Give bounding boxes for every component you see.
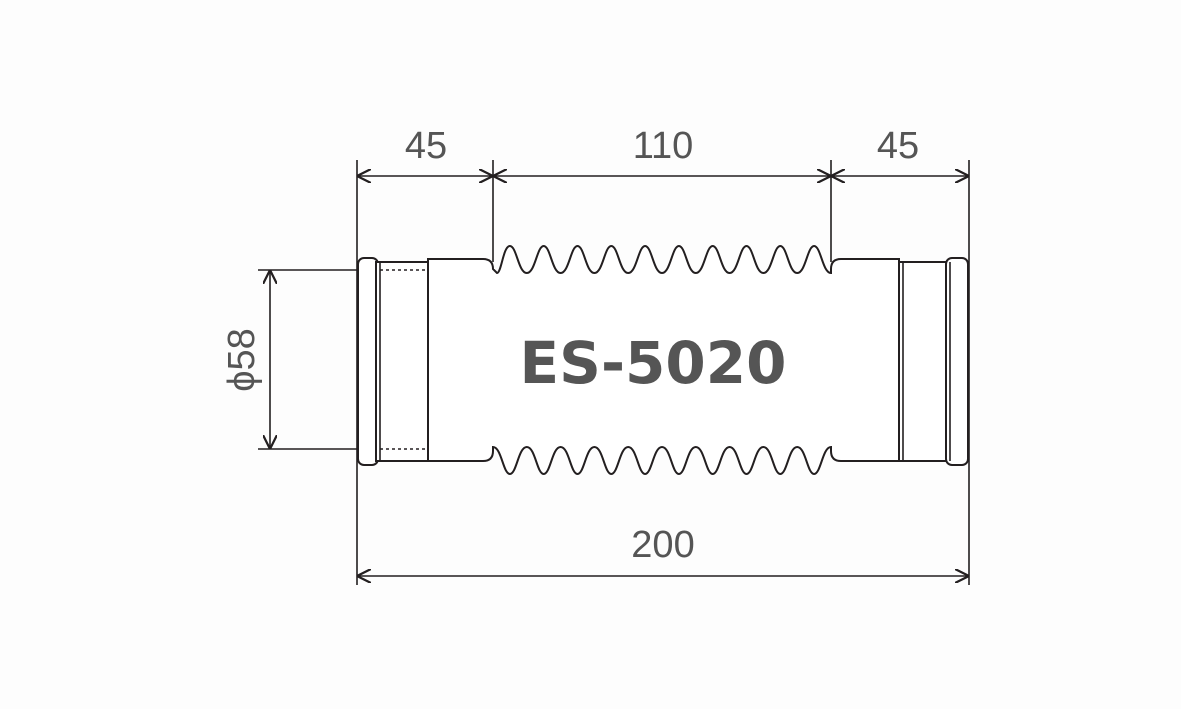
right-flange: [945, 257, 969, 466]
model-label: ES-5020: [520, 329, 787, 397]
right-collar: [898, 261, 950, 462]
dim-label-diameter: ϕ58: [221, 328, 263, 392]
dim-label-left: 45: [405, 125, 447, 167]
dimension-lines: [270, 176, 969, 576]
dim-label-total: 200: [631, 524, 694, 566]
bellows-part: [357, 244, 969, 476]
dim-label-right: 45: [877, 125, 919, 167]
left-collar: [375, 261, 429, 462]
dim-label-center: 110: [633, 125, 694, 167]
